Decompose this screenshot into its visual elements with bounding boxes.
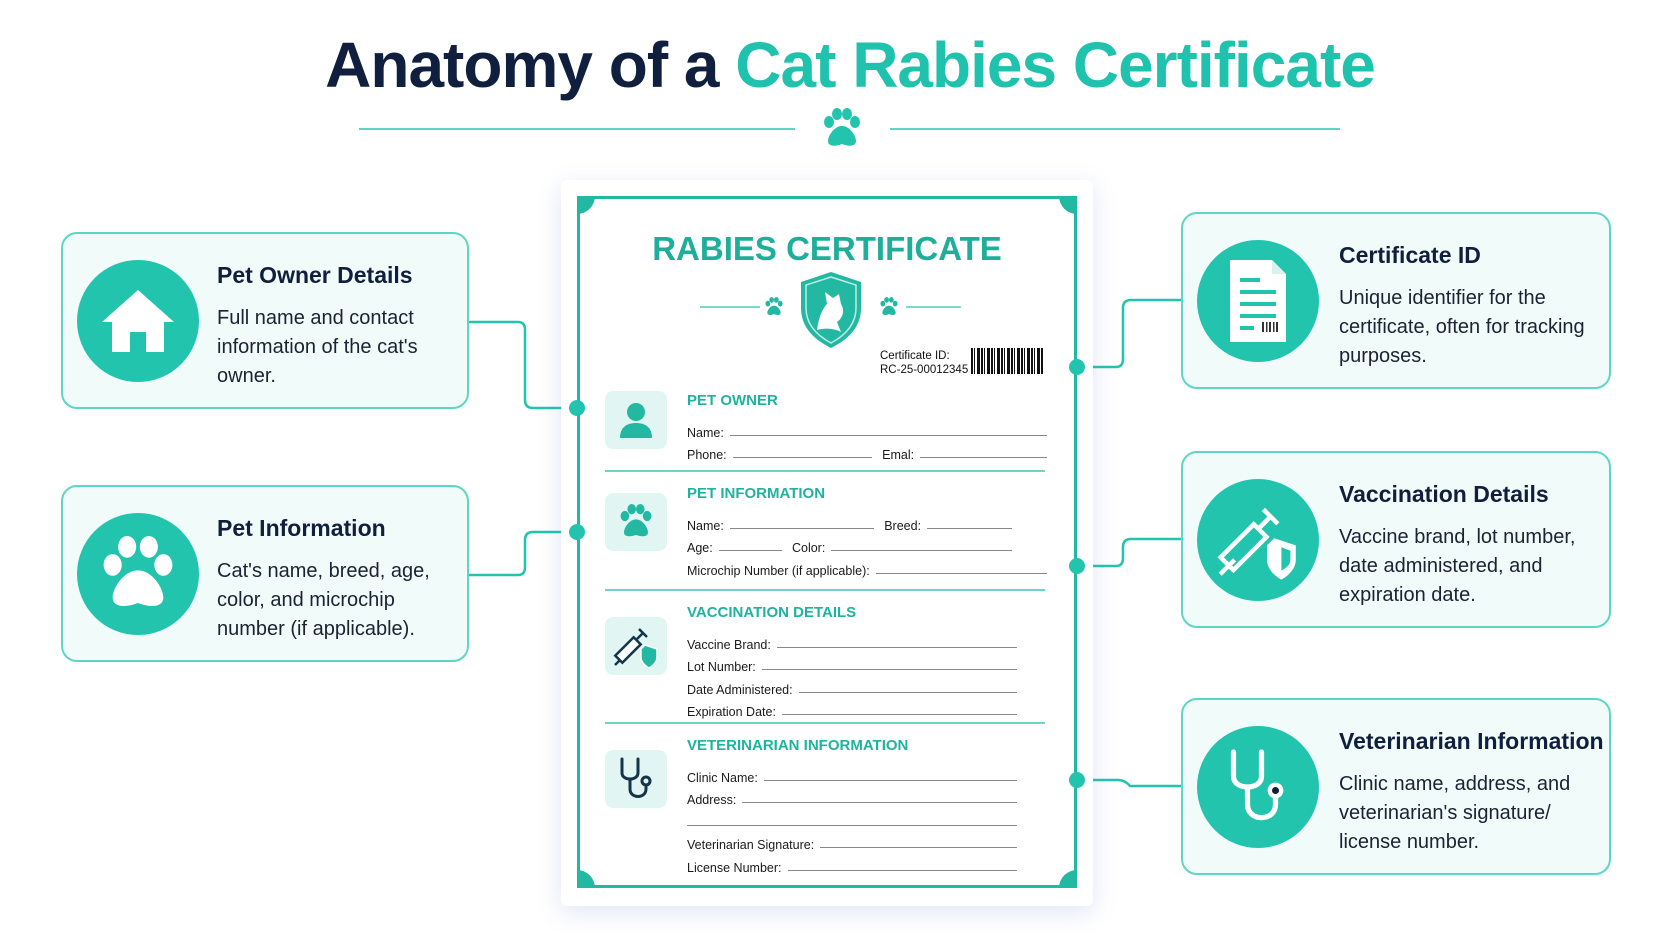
owner-email-field[interactable] (920, 457, 1047, 458)
connector-dot (1069, 359, 1085, 375)
certificate-id: Certificate ID:RC-25-00012345 (880, 350, 969, 376)
veterinarian-icon-box (605, 750, 667, 808)
connector-dot (1069, 558, 1085, 574)
section-veterinarian-information: VETERINARIAN INFORMATION Clinic Name: Ad… (687, 737, 1017, 875)
owner-icon-box (605, 391, 667, 449)
address-line-2-field[interactable] (687, 824, 1017, 826)
person-icon (620, 403, 652, 438)
document-icon (1197, 240, 1319, 362)
connector-dot (1069, 772, 1085, 788)
connector-dot (569, 400, 585, 416)
connector-dot (569, 524, 585, 540)
license-number-field[interactable] (787, 869, 1017, 871)
barcode (971, 348, 1043, 374)
divider-left (359, 128, 795, 130)
paw-icon (765, 297, 783, 315)
owner-name-field[interactable] (729, 434, 1047, 436)
section-pet-information: PET INFORMATION Name:Breed: Age:Color: M… (687, 485, 1047, 578)
owner-phone-field[interactable] (732, 457, 873, 458)
section-pet-owner: PET OWNER Name: Phone:Emal: (687, 392, 1047, 462)
page-title: Anatomy of a Cat Rabies Certificate (0, 28, 1672, 102)
address-field[interactable] (742, 802, 1017, 803)
pet-icon-box (605, 493, 667, 551)
signature-field[interactable] (820, 847, 1017, 848)
clinic-name-field[interactable] (763, 779, 1017, 781)
vaccine-brand-field[interactable] (776, 646, 1017, 648)
lot-number-field[interactable] (761, 669, 1017, 670)
pet-microchip-field[interactable] (875, 572, 1047, 574)
certificate-title: RABIES CERTIFICATE (652, 230, 1002, 267)
title-part1: Anatomy of a (325, 29, 736, 101)
paw-icon (620, 504, 652, 537)
pet-breed-field[interactable] (927, 527, 1012, 529)
stethoscope-icon (1197, 726, 1319, 848)
pet-name-field[interactable] (729, 527, 875, 529)
certificate-frame (577, 196, 1077, 888)
pet-age-field[interactable] (718, 550, 782, 551)
cat-shield-icon (801, 272, 861, 348)
syringe-shield-icon (1197, 479, 1319, 601)
paw-icon (880, 297, 898, 315)
paw-icon (77, 513, 199, 635)
paw-icon (824, 108, 860, 146)
house-icon (77, 260, 199, 382)
pet-color-field[interactable] (831, 550, 1012, 551)
vaccination-icon-box (605, 617, 667, 675)
section-vaccination-details: VACCINATION DETAILS Vaccine Brand: Lot N… (687, 604, 1017, 719)
divider-right (890, 128, 1340, 130)
syringe-shield-icon (613, 628, 658, 669)
date-administered-field[interactable] (798, 691, 1017, 693)
expiration-date-field[interactable] (781, 714, 1017, 715)
title-part2: Cat Rabies Certificate (735, 29, 1376, 101)
stethoscope-icon (620, 757, 652, 798)
